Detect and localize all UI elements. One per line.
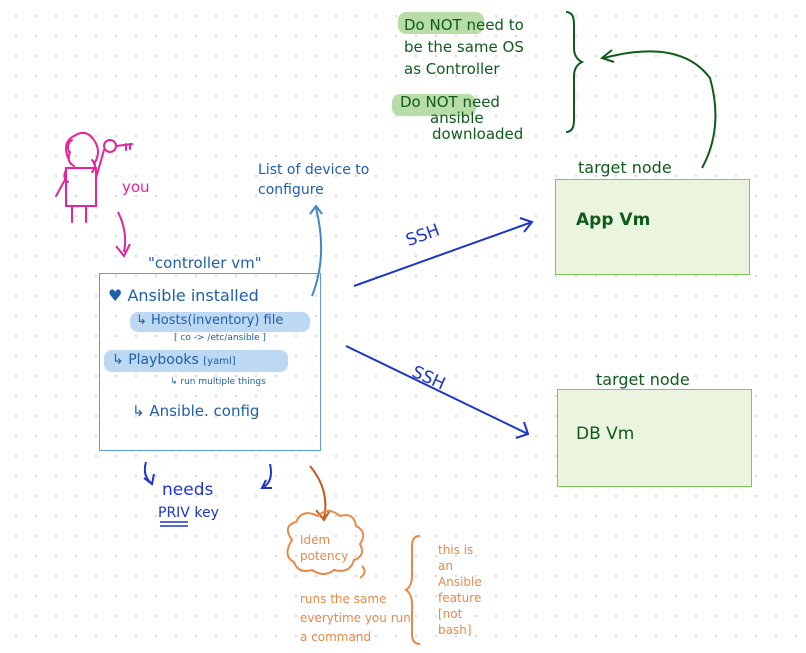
idempotency-cloud (286, 510, 365, 575)
brace-orange (404, 535, 421, 645)
controller-box (99, 273, 321, 451)
ssh-arrow-bottom (345, 345, 529, 435)
arrow-to-idempotency (309, 465, 327, 519)
highlight-playbooks (104, 350, 288, 372)
idempotency-description: runs the same everytime you run a comman… (300, 592, 411, 644)
arrow-you-to-controller (117, 211, 127, 253)
target-note-2: Do NOT need ansible downloaded (400, 93, 524, 143)
hosts-inventory-file: ↳ Hosts(inventory) file (136, 313, 284, 328)
highlight-do-not-2 (392, 94, 476, 116)
inventory-note: List of device to configure (258, 162, 370, 198)
arrow-needs-right (261, 463, 272, 489)
ansible-installed: ♥ Ansible installed (108, 286, 259, 305)
arrow-target-to-notes (603, 50, 717, 169)
idempotency-label: Idem potency (300, 533, 349, 563)
target-node-app (555, 179, 750, 275)
hosts-path: [ co -> /etc/ansible ] (174, 333, 266, 343)
highlight-do-not-1 (398, 12, 484, 34)
target-note-1: Do NOT need to be the same OS as Control… (404, 16, 524, 78)
playbooks: ↳ Playbooks [yaml] (112, 352, 236, 368)
highlight-hosts (130, 312, 310, 332)
ansible-feature-note: this is an Ansible feature [not bash] (438, 543, 482, 637)
brace-green (565, 11, 585, 133)
target-node-header-1: target node (578, 158, 672, 177)
db-vm-label: DB Vm (576, 424, 635, 444)
priv-key-label: PRIV key (158, 505, 219, 521)
controller-title: "controller vm" (146, 254, 264, 272)
target-node-header-2: target node (596, 370, 690, 389)
ssh-arrow-top (353, 221, 533, 287)
playbooks-note: ↳ run multiple things (170, 377, 266, 387)
target-node-db (557, 389, 752, 487)
ansible-config: ↳ Ansible. config (132, 402, 260, 420)
app-vm-label: App Vm (576, 210, 651, 230)
needs-label: needs (162, 480, 214, 500)
priv-underline (160, 521, 188, 527)
stick-figure-with-key-icon (55, 131, 133, 223)
you-label: you (122, 178, 150, 196)
arrow-controller-to-inventory-note (311, 207, 323, 297)
